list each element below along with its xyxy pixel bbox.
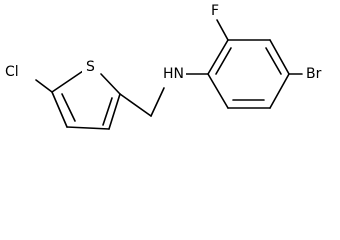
- bond-s-c2: [100, 73, 121, 95]
- bond-ring-c-inner: [265, 47, 282, 75]
- bond-ring-a: [207, 39, 229, 75]
- bond-c3-c4: [66, 126, 110, 130]
- bond-aryl-f: [216, 19, 229, 41]
- atom-label-bromine: Br: [306, 66, 322, 82]
- bond-c5-cl: [35, 79, 53, 93]
- structure-canvas: S Cl HN F Br: [5, 3, 322, 130]
- bond-ring-a-inner: [215, 47, 232, 75]
- bond-ch2-n: [150, 87, 165, 117]
- atom-labels: S Cl HN F Br: [5, 3, 322, 85]
- bond-ring-d: [269, 73, 290, 109]
- atom-label-amine: HN: [163, 66, 184, 82]
- bond-c2-c3-inner: [102, 97, 113, 126]
- atom-label-sulfur: S: [86, 59, 95, 75]
- atom-label-chlorine: Cl: [5, 64, 19, 80]
- bond-c4-c5-inner: [61, 93, 76, 122]
- bonds: [35, 19, 303, 130]
- atom-label-fluorine: F: [211, 3, 219, 19]
- bond-c5-s: [51, 70, 84, 93]
- molecule-structure: S Cl HN F Br: [5, 3, 322, 130]
- bond-ring-c: [269, 39, 290, 75]
- bond-c4-c5: [51, 91, 68, 128]
- bond-c2-c3: [108, 93, 121, 130]
- bond-ring-f: [207, 73, 229, 109]
- bond-c2-ch2: [119, 93, 152, 117]
